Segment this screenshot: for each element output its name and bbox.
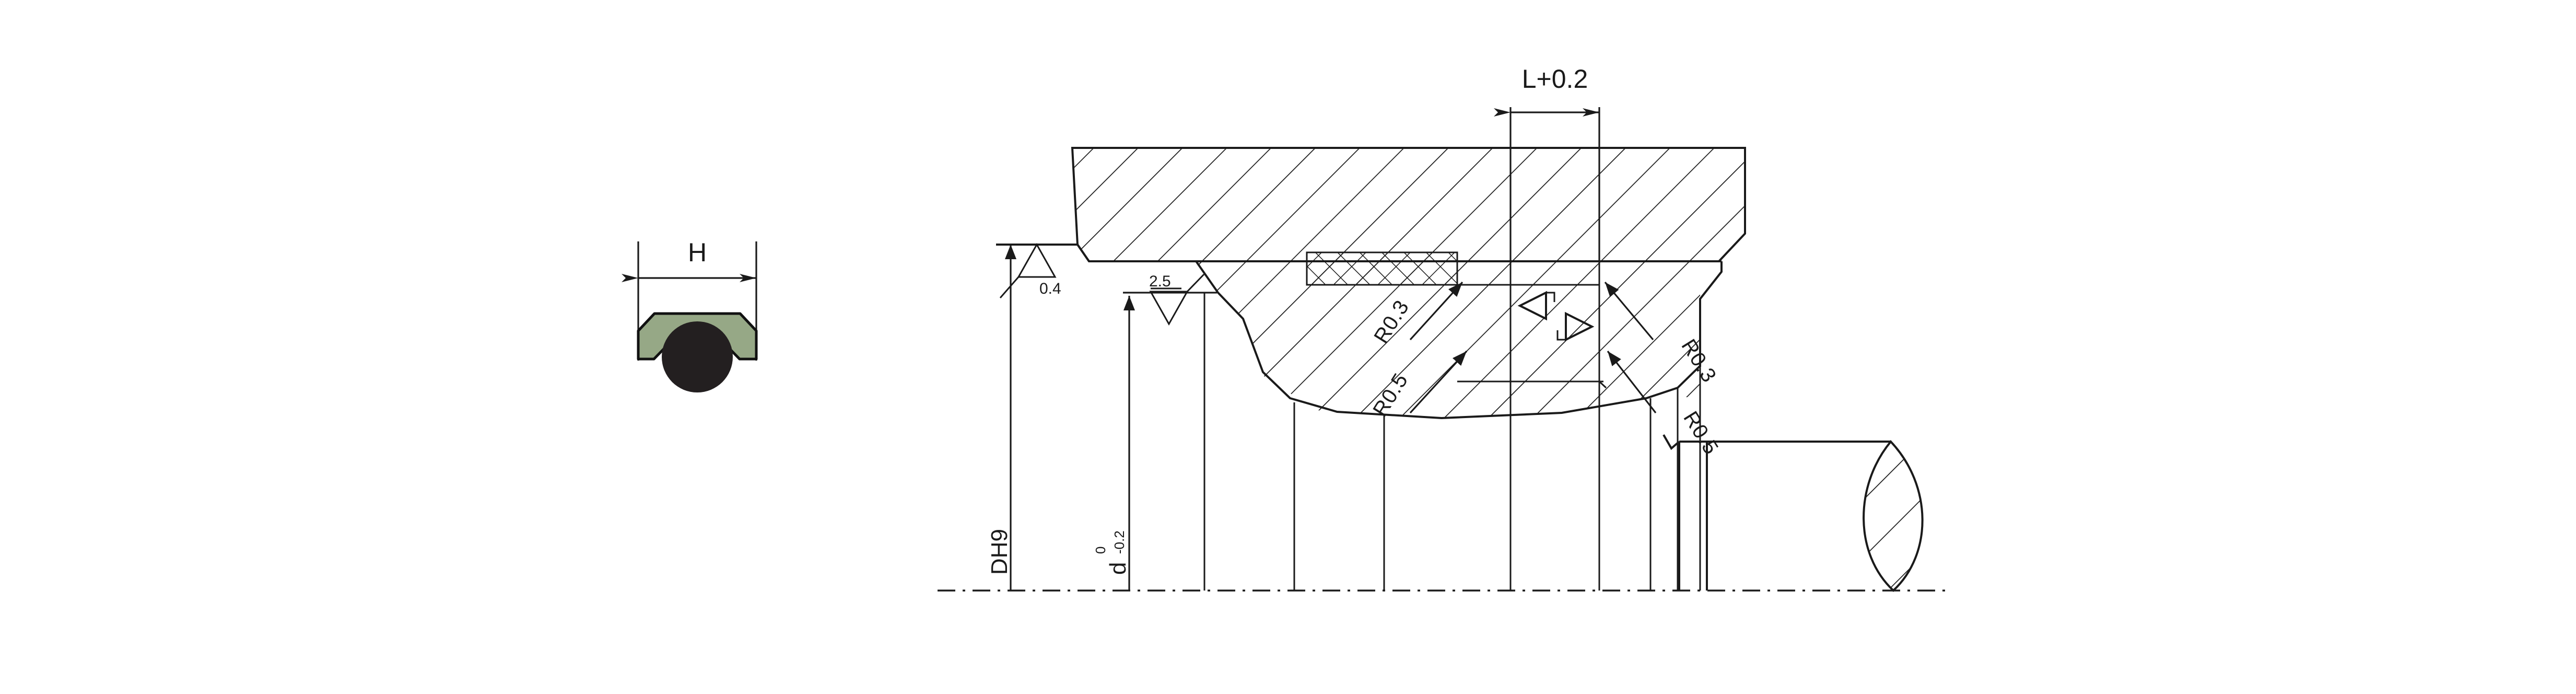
inner-tick-right <box>1556 330 1565 341</box>
h-dimension-label: H <box>688 238 707 267</box>
elastomer-seal-outline <box>1306 251 1458 286</box>
housing-hatch-fill <box>1072 148 1745 261</box>
top-dimension-group <box>1494 107 1600 261</box>
groove-block-lower-contour <box>1195 260 1701 420</box>
groove-width-inner-arrows <box>1517 291 1595 342</box>
housing-chamfer-left <box>1076 244 1090 262</box>
left-seal-profile-view <box>622 241 758 392</box>
r05-right-leader <box>1607 351 1657 413</box>
d-tolerance-upper: 0 <box>1093 547 1108 554</box>
roughness-triangle-25 <box>1149 291 1189 326</box>
shaft-end-hatch-fill <box>1864 442 1923 591</box>
elastomer-seal-hatch-fill <box>1307 252 1457 285</box>
shaft-chamfer-notch <box>1662 434 1680 450</box>
main-assembly-view <box>938 107 1951 592</box>
roughness-tail-25 <box>1186 273 1205 293</box>
inner-arrow-left <box>1517 291 1547 321</box>
o-ring-energizer <box>662 321 733 392</box>
l-dimension-label: L+0.2 <box>1522 64 1588 94</box>
roughness-tail-04 <box>999 276 1020 298</box>
r03-left-leader <box>1409 281 1463 341</box>
surface-finish-symbol-04 <box>999 242 1057 298</box>
surface-finish-symbol-25 <box>1149 273 1205 326</box>
d-tolerance-lower: -0.2 <box>1111 530 1127 554</box>
dh9-dimension-label: DH9 <box>987 529 1012 575</box>
groove-block-right-chamfer <box>1699 261 1723 367</box>
d-dimension-label: d <box>1105 562 1131 575</box>
groove-block-hatch-fill <box>1196 261 1722 418</box>
surface-finish-value-04: 0.4 <box>1039 280 1061 297</box>
radius-leaders <box>1409 281 1657 414</box>
surface-finish-value-25: 2.5 <box>1149 273 1171 290</box>
groove-cavity-corner-fillet <box>1598 380 1607 389</box>
inner-arrow-right <box>1565 311 1595 342</box>
roughness-triangle-04 <box>1017 242 1057 278</box>
inner-tick-left <box>1547 292 1555 302</box>
r05-left-leader <box>1409 350 1468 414</box>
d-dimension-group <box>1123 292 1217 591</box>
radius-label-r05-right: R0.5 <box>1679 407 1723 458</box>
r03-right-leader <box>1604 281 1654 341</box>
